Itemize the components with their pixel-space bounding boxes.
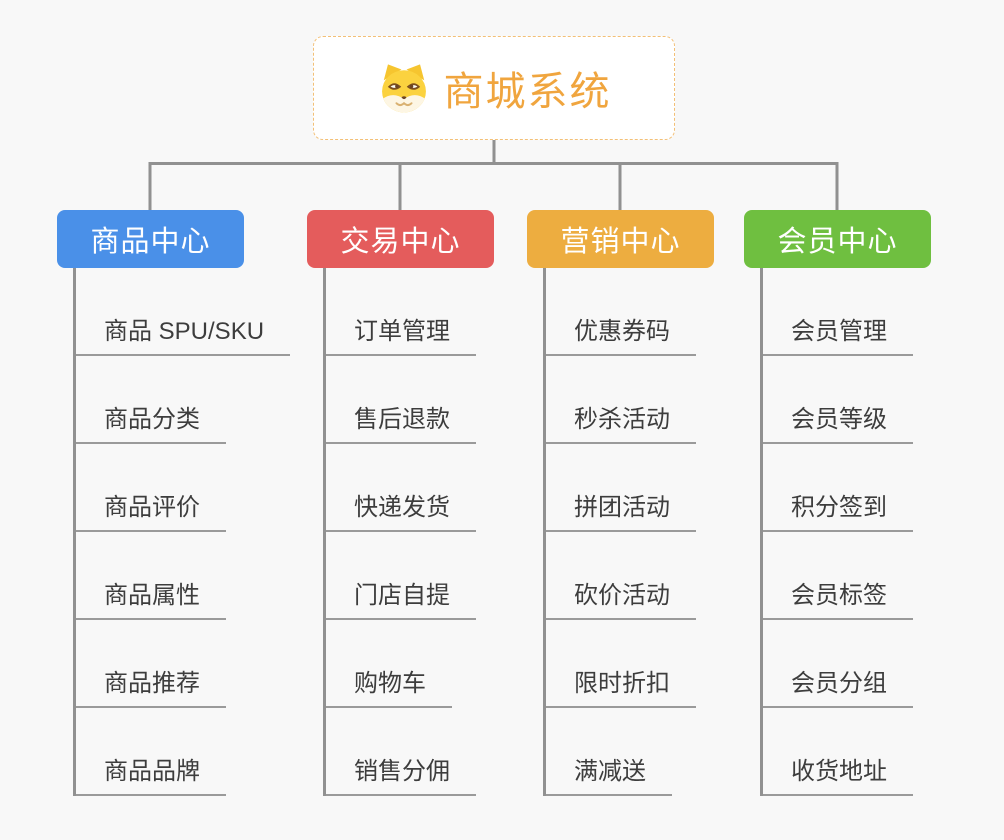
leaf-label: 购物车 [354,670,426,698]
branch-node-trade-center[interactable]: 交易中心 [307,210,494,268]
leaf-label: 砍价活动 [574,582,670,610]
leaf-item[interactable]: 积分签到 [763,444,913,532]
branch-label: 营销中心 [560,226,681,258]
branch-column-member: 会员中心 会员管理 会员等级 积分签到 会员标签 会员分组 收货地址 [744,210,931,796]
leaf-item[interactable]: 会员等级 [763,356,913,444]
leaf-list-member: 会员管理 会员等级 积分签到 会员标签 会员分组 收货地址 [760,268,913,796]
leaf-label: 商品评价 [104,494,200,522]
leaf-label: 商品分类 [104,406,200,434]
leaf-item[interactable]: 销售分佣 [326,708,476,796]
leaf-item[interactable]: 订单管理 [326,268,476,356]
leaf-item[interactable]: 会员标签 [763,532,913,620]
leaf-label: 销售分佣 [354,758,450,786]
leaf-list-product: 商品 SPU/SKU 商品分类 商品评价 商品属性 商品推荐 商品品牌 [73,268,291,796]
leaf-item[interactable]: 门店自提 [326,532,476,620]
leaf-label: 订单管理 [354,318,450,346]
leaf-label: 商品推荐 [104,670,200,698]
dog-face-icon [377,61,431,115]
leaf-item[interactable]: 秒杀活动 [546,356,696,444]
root-title: 商城系统 [443,70,612,114]
leaf-item[interactable]: 商品分类 [76,356,226,444]
leaf-item[interactable]: 满减送 [546,708,672,796]
leaf-item[interactable]: 收货地址 [763,708,913,796]
connector-group [148,140,839,210]
branch-node-member-center[interactable]: 会员中心 [744,210,931,268]
leaf-label: 拼团活动 [574,494,670,522]
branch-column-product: 商品中心 商品 SPU/SKU 商品分类 商品评价 商品属性 商品推荐 商品品牌 [57,210,291,796]
leaf-list-marketing: 优惠券码 秒杀活动 拼团活动 砍价活动 限时折扣 满减送 [543,268,696,796]
leaf-item[interactable]: 商品推荐 [76,620,226,708]
leaf-label: 限时折扣 [574,670,670,698]
leaf-label: 会员分组 [791,670,887,698]
leaf-item[interactable]: 售后退款 [326,356,476,444]
leaf-label: 优惠券码 [574,318,670,346]
branch-label: 会员中心 [777,226,898,258]
leaf-list-trade: 订单管理 售后退款 快递发货 门店自提 购物车 销售分佣 [323,268,476,796]
leaf-item[interactable]: 购物车 [326,620,452,708]
leaf-label: 商品 SPU/SKU [104,318,265,346]
leaf-label: 满减送 [574,758,646,786]
leaf-label: 会员管理 [791,318,887,346]
leaf-item[interactable]: 商品评价 [76,444,226,532]
branch-node-product-center[interactable]: 商品中心 [57,210,244,268]
root-node[interactable]: 商城系统 [313,36,675,140]
leaf-item[interactable]: 限时折扣 [546,620,696,708]
leaf-item[interactable]: 会员分组 [763,620,913,708]
leaf-label: 秒杀活动 [574,406,670,434]
leaf-label: 门店自提 [354,582,450,610]
branch-node-marketing-center[interactable]: 营销中心 [527,210,714,268]
leaf-label: 收货地址 [791,758,887,786]
leaf-label: 积分签到 [791,494,887,522]
leaf-label: 商品属性 [104,582,200,610]
leaf-item[interactable]: 商品属性 [76,532,226,620]
branch-label: 商品中心 [90,226,211,258]
leaf-label: 会员标签 [791,582,887,610]
leaf-item[interactable]: 砍价活动 [546,532,696,620]
leaf-label: 售后退款 [354,406,450,434]
leaf-label: 快递发货 [354,494,450,522]
branch-label: 交易中心 [340,226,461,258]
branch-column-marketing: 营销中心 优惠券码 秒杀活动 拼团活动 砍价活动 限时折扣 满减送 [527,210,714,796]
leaf-item[interactable]: 商品品牌 [76,708,226,796]
leaf-item[interactable]: 优惠券码 [546,268,696,356]
leaf-item[interactable]: 快递发货 [326,444,476,532]
leaf-item[interactable]: 拼团活动 [546,444,696,532]
branch-column-trade: 交易中心 订单管理 售后退款 快递发货 门店自提 购物车 销售分佣 [307,210,494,796]
leaf-item[interactable]: 商品 SPU/SKU [76,268,291,356]
leaf-label: 会员等级 [791,406,887,434]
leaf-label: 商品品牌 [104,758,200,786]
leaf-item[interactable]: 会员管理 [763,268,913,356]
